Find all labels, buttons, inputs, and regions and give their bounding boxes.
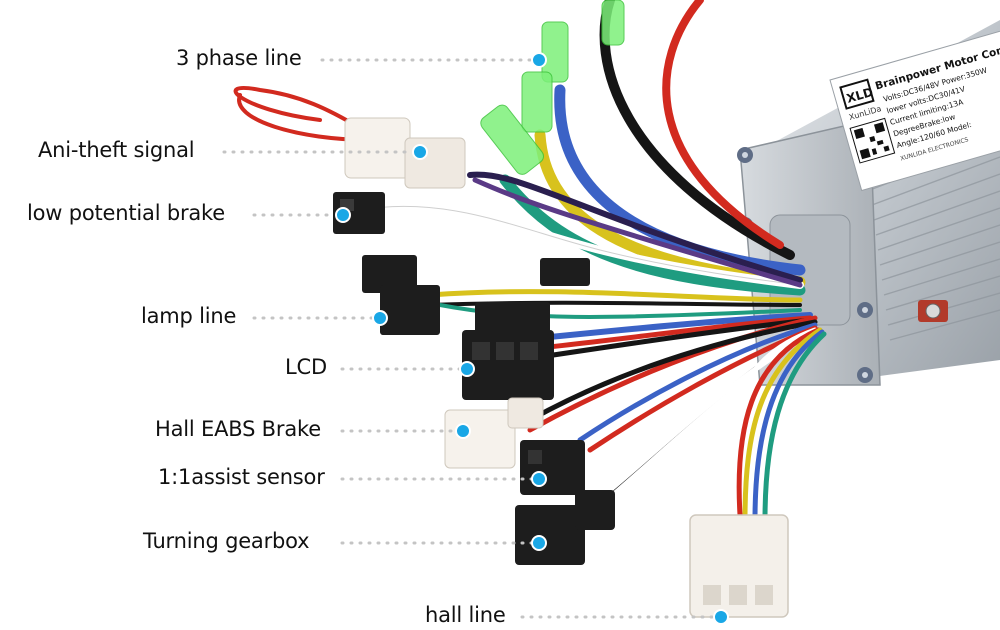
- callout-dot: [713, 609, 729, 625]
- assist-sensor-connector-icon: [520, 440, 585, 495]
- callout-turning-gearbox: Turning gearbox: [143, 529, 310, 553]
- phase-terminal-icon: [480, 0, 625, 175]
- eabs-connector-icon: [444, 397, 544, 469]
- callout-anti-theft-signal: Ani-theft signal: [38, 138, 195, 162]
- callout-dot: [531, 535, 547, 551]
- hall-connector-icon: [689, 514, 789, 618]
- leader-lines: [222, 58, 716, 619]
- callout-dot: [531, 52, 547, 68]
- gearbox-connector-icon: [515, 490, 615, 565]
- callout-dot: [372, 310, 388, 326]
- qr-code-icon: [849, 117, 896, 164]
- callout-dot: [335, 207, 351, 223]
- lcd-connector-icon: [462, 302, 554, 400]
- callout-low-potential-brake: low potential brake: [27, 201, 225, 225]
- callout-three-phase-line: 3 phase line: [176, 46, 302, 70]
- wire-harness: [233, 0, 827, 523]
- callout-lcd: LCD: [285, 355, 327, 379]
- callout-dot: [412, 144, 428, 160]
- callout-hall-eabs-brake: Hall EABS Brake: [155, 417, 321, 441]
- callout-assist-sensor: 1:1assist sensor: [158, 465, 325, 489]
- callout-hall-line: hall line: [425, 603, 506, 627]
- callout-dot: [459, 361, 475, 377]
- lamp-connector-icon: [362, 255, 590, 335]
- callout-lamp-line: lamp line: [141, 304, 237, 328]
- callout-dot: [455, 423, 471, 439]
- product-label: XLD Brainpower Motor Controller XunLiDa …: [829, 27, 1000, 192]
- screw-terminal-icon: [918, 300, 948, 322]
- callout-dots: [335, 52, 729, 625]
- callout-dot: [531, 471, 547, 487]
